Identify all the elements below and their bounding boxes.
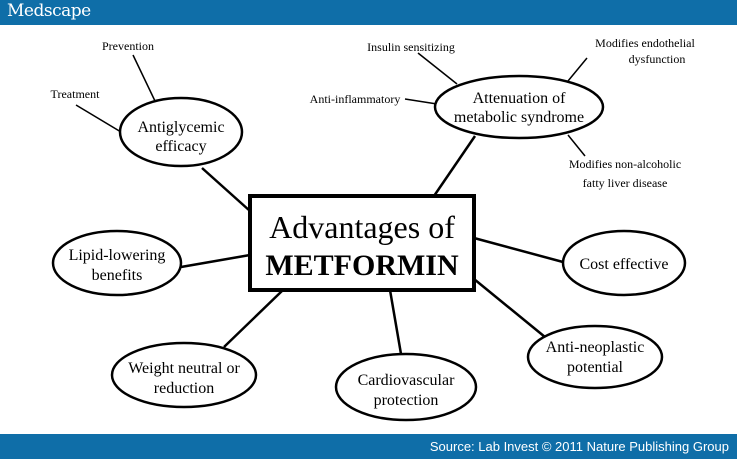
connector-neoplastic	[473, 278, 546, 338]
connector-antiglycemic	[201, 167, 251, 212]
leaf-endothelial-2: dysfunction	[629, 52, 686, 66]
connector-liver	[567, 134, 586, 157]
antiglycemic-label-2: efficacy	[155, 138, 206, 155]
weight-label-1: Weight neutral or	[128, 360, 240, 377]
connector-metabolic	[432, 135, 477, 197]
leaf-inflammatory: Anti-inflammatory	[310, 92, 401, 106]
medscape-logo[interactable]: Medscape	[7, 1, 91, 21]
metabolic-label-2: metabolic syndrome	[454, 109, 584, 126]
cardio-label-1: Cardiovascular	[358, 372, 456, 389]
node-weight	[110, 341, 258, 409]
center-drug: METFORMIN	[265, 249, 459, 282]
node-cardio	[334, 352, 478, 422]
cardio-label-2: protection	[374, 392, 439, 409]
leaf-prevention: Prevention	[102, 39, 154, 53]
connector-inflammatory	[404, 98, 438, 105]
node-metabolic	[433, 74, 605, 140]
footer-bar: Source: Lab Invest © 2011 Nature Publish…	[0, 434, 737, 459]
source-credit: Source: Lab Invest © 2011 Nature Publish…	[429, 439, 729, 454]
connector-cardio	[388, 289, 403, 355]
leaf-endothelial-1: Modifies endothelial	[595, 36, 695, 50]
lipid-label-2: benefits	[92, 267, 143, 284]
connector-cost	[473, 236, 564, 264]
node-neoplastic	[526, 324, 664, 390]
leaf-liver-2: fatty liver disease	[583, 176, 668, 190]
connector-endothelial	[567, 57, 588, 82]
connector-insulin	[417, 52, 458, 85]
connector-treatment	[75, 104, 122, 133]
connector-weight	[223, 289, 284, 348]
neoplastic-label-1: Anti-neoplastic	[546, 339, 645, 356]
node-lipid	[51, 229, 183, 297]
connector-lipid	[180, 253, 251, 269]
leaf-insulin: Insulin sensitizing	[367, 40, 455, 54]
center-title: Advantages of	[269, 209, 455, 245]
lipid-label-1: Lipid-lowering	[69, 247, 166, 264]
neoplastic-label-2: potential	[567, 359, 624, 376]
leaf-liver-1: Modifies non-alcoholic	[569, 157, 681, 171]
antiglycemic-label-1: Antiglycemic	[137, 119, 224, 136]
node-antiglycemic	[118, 96, 244, 168]
center-box	[248, 194, 476, 292]
node-cost	[561, 229, 687, 297]
leaf-treatment: Treatment	[51, 87, 101, 101]
metformin-diagram: Advantages of METFORMIN Antiglycemic eff…	[51, 36, 695, 422]
weight-label-2: reduction	[154, 380, 214, 397]
connector-prevention	[132, 54, 156, 102]
header-bar: Medscape	[0, 0, 737, 25]
metabolic-label-1: Attenuation of	[473, 90, 567, 107]
cost-label: Cost effective	[579, 256, 668, 273]
